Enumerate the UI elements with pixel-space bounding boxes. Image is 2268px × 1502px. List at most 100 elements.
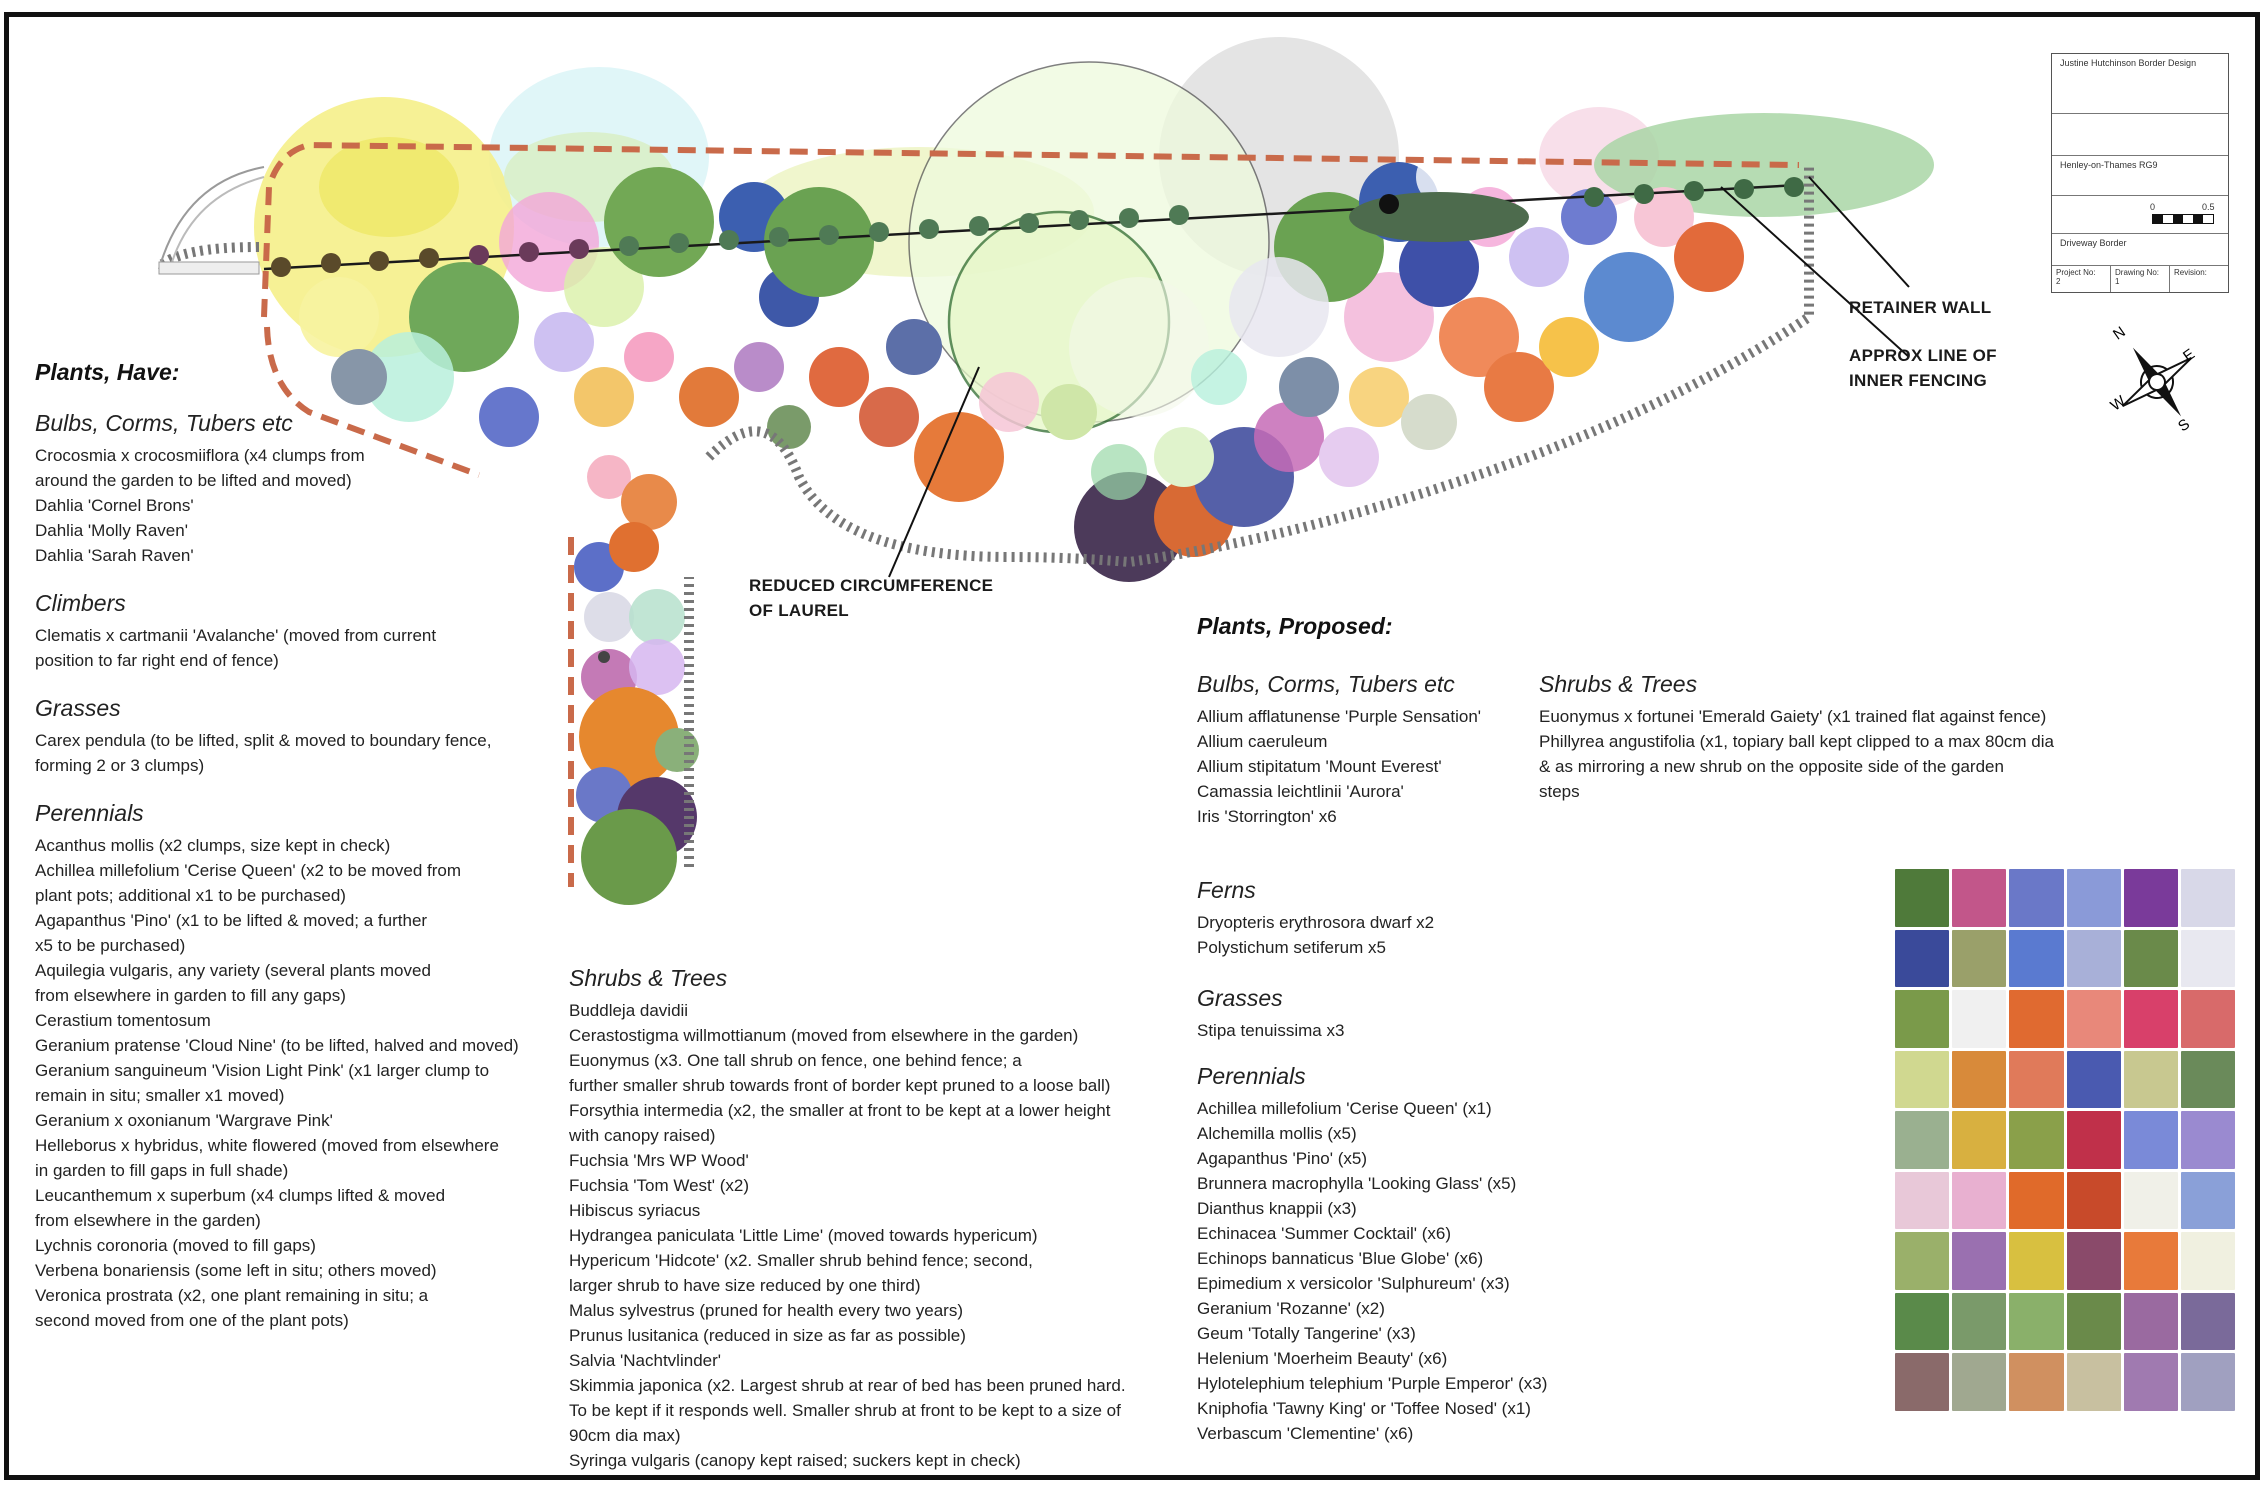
plant-photo-tile xyxy=(2180,990,2235,1048)
site-location: Henley-on-Thames RG9 xyxy=(2052,156,2228,196)
plant-line: Dahlia 'Sarah Raven' xyxy=(35,546,194,565)
plant-line: Acanthus mollis (x2 clumps, size kept in… xyxy=(35,836,391,855)
plants-have-title: Plants, Have: xyxy=(35,359,180,385)
project-no-label: Project No: xyxy=(2056,268,2096,277)
plant-line: further smaller shrub towards front of b… xyxy=(569,1076,1111,1095)
plant-line: Lychnis coronoria (moved to fill gaps) xyxy=(35,1236,316,1255)
have-group-list: Acanthus mollis (x2 clumps, size kept in… xyxy=(35,833,555,1333)
plant-line: Cerastium tomentosum xyxy=(35,1011,211,1030)
plant-line: Crocosmia x crocosmiiflora (x4 clumps fr… xyxy=(35,446,365,465)
have-shrubs-title: Shrubs & Trees xyxy=(569,965,728,991)
plant-line: Verbascum 'Clementine' (x6) xyxy=(1197,1424,1414,1443)
plant-photo-tile xyxy=(2066,1353,2121,1411)
plant-photo-tile xyxy=(2180,1111,2235,1169)
have-group-title: Grasses xyxy=(35,695,121,721)
plant-line: Clematis x cartmanii 'Avalanche' (moved … xyxy=(35,626,437,645)
laurel-label-line-2: OF LAUREL xyxy=(749,601,849,620)
have-group-list: Crocosmia x crocosmiiflora (x4 clumps fr… xyxy=(35,443,555,568)
proposed-ferns-title: Ferns xyxy=(1197,877,1256,903)
proposed-perennials-column: Perennials Achillea millefolium 'Cerise … xyxy=(1197,1063,1657,1446)
plant-photo-tile xyxy=(2009,990,2064,1048)
plant-line: Dahlia 'Molly Raven' xyxy=(35,521,188,540)
plant-photo-tile xyxy=(2180,1232,2235,1290)
plant-photo-grid xyxy=(1895,869,2235,1411)
plant-line: Allium afflatunense 'Purple Sensation' xyxy=(1197,707,1482,726)
plant-line: remain in situ; smaller x1 moved) xyxy=(35,1086,285,1105)
plant-photo-tile xyxy=(2123,990,2178,1048)
plant-photo-tile xyxy=(2066,929,2121,988)
plant-line: Geranium sanguineum 'Vision Light Pink' … xyxy=(35,1061,490,1080)
proposed-grasses-column: Grasses Stipa tenuissima x3 xyxy=(1197,985,1617,1043)
plant-line: Agapanthus 'Pino' (x1 to be lifted & mov… xyxy=(35,911,428,930)
plant-line: To be kept if it responds well. Smaller … xyxy=(569,1401,1121,1420)
plant-photo-tile xyxy=(1952,990,2007,1048)
plant-line: Allium stipitatum 'Mount Everest' xyxy=(1197,757,1442,776)
proposed-bulbs-column: Bulbs, Corms, Tubers etc Allium afflatun… xyxy=(1197,671,1537,829)
scale-bar-graphic xyxy=(2152,214,2214,224)
plant-photo-tile xyxy=(1952,929,2007,988)
plant-line: Phillyrea angustifolia (x1, topiary ball… xyxy=(1539,732,2054,751)
plant-photo-tile xyxy=(2123,929,2178,988)
plant-photo-tile xyxy=(2066,1111,2121,1169)
laurel-label-line-1: REDUCED CIRCUMFERENCE xyxy=(749,576,994,595)
plant-photo-tile xyxy=(1952,1232,2007,1290)
have-group-list: Carex pendula (to be lifted, split & mov… xyxy=(35,728,555,778)
leader-lines xyxy=(888,176,1910,578)
proposed-perennials-title: Perennials xyxy=(1197,1063,1306,1089)
have-group-title: Climbers xyxy=(35,590,126,616)
retainer-wall-label: RETAINER WALL xyxy=(1849,298,1992,317)
plant-line: Agapanthus 'Pino' (x5) xyxy=(1197,1149,1367,1168)
plant-line: Forsythia intermedia (x2, the smaller at… xyxy=(569,1101,1111,1120)
drawing-no-cell: Drawing No: 1 xyxy=(2111,266,2170,292)
plant-photo-tile xyxy=(2180,929,2235,988)
plant-line: forming 2 or 3 clumps) xyxy=(35,756,205,775)
plant-photo-tile xyxy=(2066,1050,2121,1109)
plant-line: Geum 'Totally Tangerine' (x3) xyxy=(1197,1324,1416,1343)
plant-line: Cerastostigma willmottianum (moved from … xyxy=(569,1026,1079,1045)
proposed-bulbs-title: Bulbs, Corms, Tubers etc xyxy=(1197,671,1455,697)
scale-start: 0 xyxy=(2150,202,2156,212)
plant-photo-tile xyxy=(2123,1292,2178,1351)
plant-line: Brunnera macrophylla 'Looking Glass' (x5… xyxy=(1197,1174,1517,1193)
proposed-perennials-list: Achillea millefolium 'Cerise Queen' (x1)… xyxy=(1197,1096,1657,1446)
plant-line: Carex pendula (to be lifted, split & mov… xyxy=(35,731,492,750)
inner-fencing-label: APPROX LINE OF INNER FENCING xyxy=(1849,343,1997,393)
plant-photo-tile xyxy=(2009,1232,2064,1290)
plant-photo-tile xyxy=(2066,1232,2121,1290)
proposed-shrubs-title: Shrubs & Trees xyxy=(1539,671,1698,697)
border-plan-drawing xyxy=(155,37,2193,905)
plant-photo-tile xyxy=(2009,929,2064,988)
plant-photo-tile xyxy=(2123,1050,2178,1109)
plant-photo-tile xyxy=(1895,1111,1950,1169)
plant-photo-tile xyxy=(2123,1353,2178,1411)
plant-line: in garden to fill gaps in full shade) xyxy=(35,1161,289,1180)
plant-photo-tile xyxy=(1895,1171,1950,1230)
have-group-list: Clematis x cartmanii 'Avalanche' (moved … xyxy=(35,623,555,673)
plant-photo-tile xyxy=(1895,990,1950,1048)
plant-photo-tile xyxy=(1952,1171,2007,1230)
plant-photo-tile xyxy=(2123,869,2178,927)
plant-photo-tile xyxy=(2009,1171,2064,1230)
plant-photo-tile xyxy=(1952,1292,2007,1351)
plant-line: Hibiscus syriacus xyxy=(569,1201,701,1220)
plant-line: Prunus lusitanica (reduced in size as fa… xyxy=(569,1326,966,1345)
plant-photo-tile xyxy=(1895,1232,1950,1290)
plants-proposed-title: Plants, Proposed: xyxy=(1197,613,1393,639)
plant-line: with canopy raised) xyxy=(569,1126,716,1145)
proposed-shrubs-list: Euonymus x fortunei 'Emerald Gaiety' (x1… xyxy=(1539,704,2139,804)
plant-line: Hypericum 'Hidcote' (x2. Smaller shrub b… xyxy=(569,1251,1033,1270)
inner-fencing-label-line-2: INNER FENCING xyxy=(1849,371,1988,390)
plant-photo-tile xyxy=(2066,990,2121,1048)
plant-line: Camassia leichtlinii 'Aurora' xyxy=(1197,782,1404,801)
inner-fencing-label-line-1: APPROX LINE OF xyxy=(1849,346,1997,365)
scale-bar: 0 0.5 xyxy=(2052,196,2228,234)
plant-line: & as mirroring a new shrub on the opposi… xyxy=(1539,757,2004,776)
plant-line: Allium caeruleum xyxy=(1197,732,1328,751)
drawing-title: Driveway Border xyxy=(2052,234,2228,266)
plant-line: Hylotelephium telephium 'Purple Emperor'… xyxy=(1197,1374,1548,1393)
